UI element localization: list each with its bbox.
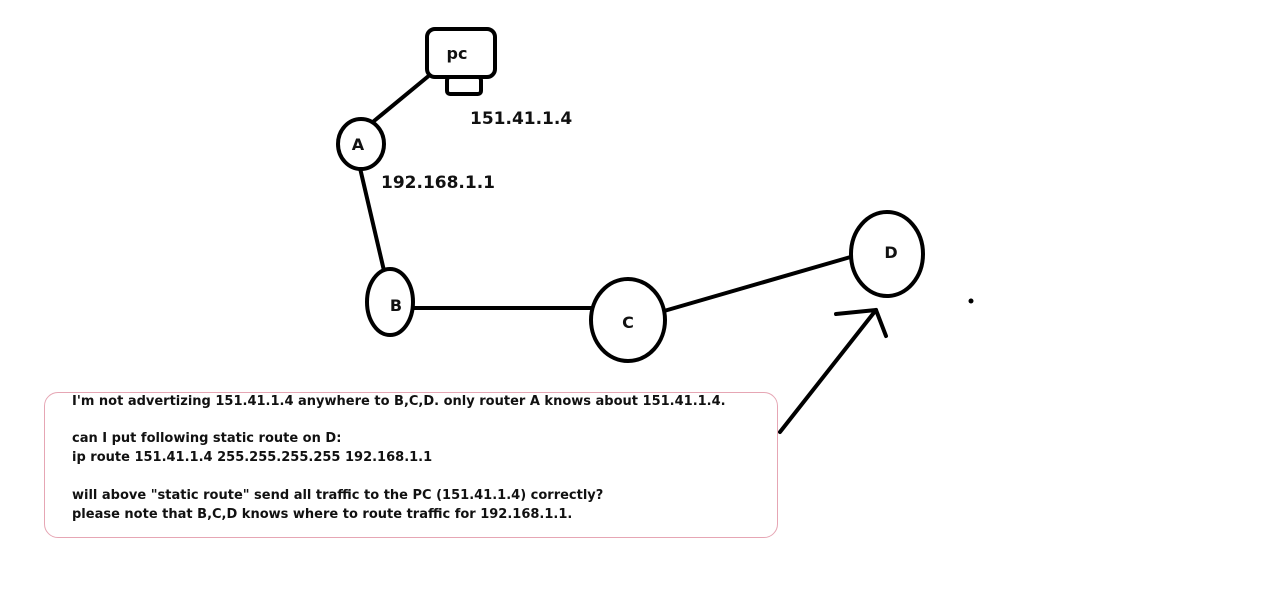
router-b-circle [365,267,415,337]
router-a-ip-label: 192.168.1.1 [381,173,495,193]
note-line-4: will above "static route" send all traff… [72,488,604,503]
note-line-5: please note that B,C,D knows where to ro… [72,507,573,522]
note-line-3: ip route 151.41.1.4 255.255.255.255 192.… [72,450,433,465]
router-c-circle [589,277,667,363]
note-line-1: I'm not advertizing 151.41.1.4 anywhere … [72,394,726,409]
router-d-label: D [884,243,897,262]
router-b-label: B [390,296,402,315]
link-c-d [662,254,856,313]
pc-icon [425,27,497,96]
arrow-to-d-icon [778,308,888,434]
router-d-circle [849,210,925,298]
link-a-b [358,166,387,277]
router-a-label: A [352,135,365,154]
stray-dot [968,298,974,304]
question-note-box: I'm not advertizing 151.41.1.4 anywhere … [44,392,778,538]
note-line-2: can I put following static route on D: [72,431,342,446]
pc-label: pc [447,44,468,63]
router-c-label: C [622,313,634,332]
link-pc-a [372,72,433,123]
pc-ip-label: 151.41.1.4 [470,109,572,129]
router-a-circle [336,117,386,171]
